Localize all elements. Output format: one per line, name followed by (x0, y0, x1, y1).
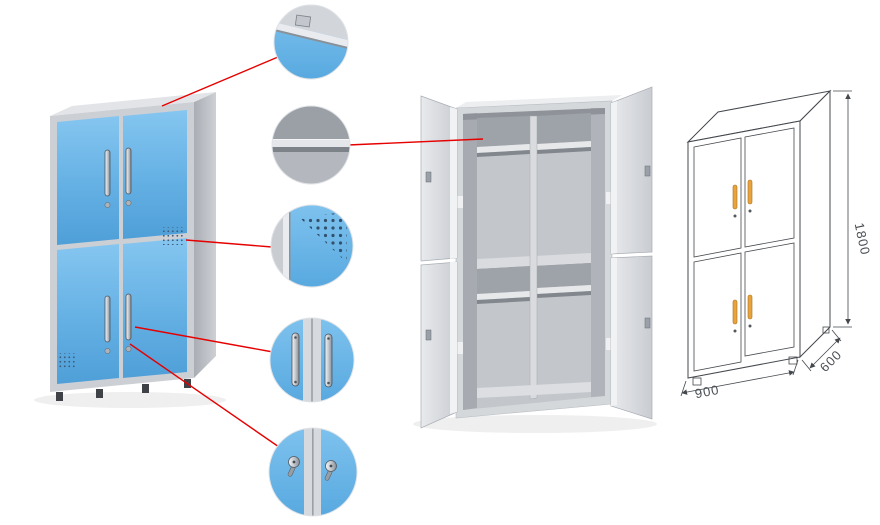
wf-door-upper-left (693, 137, 742, 258)
callout-lines (129, 56, 484, 448)
detail-circle-handles (269, 317, 355, 403)
lock-lower-right (125, 346, 132, 352)
upper-left-cubby (477, 116, 530, 147)
detail-circle-shelf (271, 105, 351, 185)
open-cabinet-shadow (413, 415, 657, 433)
detail-circle-locks (268, 427, 358, 517)
wf-door-upper-right (744, 127, 795, 248)
lock-upper-left (104, 202, 111, 208)
detail-handle-left (291, 332, 300, 387)
detail-lock-right (324, 460, 337, 481)
handle-upper-left (104, 149, 111, 197)
open-door-left-lower-hinge-band (450, 262, 457, 414)
lock-lower-left (104, 348, 111, 354)
open-cabinet (413, 86, 657, 433)
shelf-front-edge (272, 140, 350, 147)
frame-latch-notches (457, 192, 612, 354)
upper-right-shelf-shadow (537, 147, 591, 154)
open-door-right-upper-hinge-band (611, 101, 617, 254)
open-door-right-lower (610, 255, 653, 420)
door-upper-right (123, 110, 187, 239)
closed-cabinet (34, 92, 226, 408)
wf-side-face (799, 89, 831, 359)
width-dimension-label: 900 (694, 382, 721, 401)
lower-right-shelf-shadow (537, 291, 591, 298)
callout-line-vents (185, 239, 273, 248)
wf-door-lower-left (693, 252, 742, 372)
callout-line-shelf (347, 138, 484, 146)
callout-line-handles (134, 326, 274, 353)
callout-line-locks (129, 343, 280, 448)
lower-left-cubby (477, 266, 530, 294)
detail-circle-top-corner (273, 4, 349, 80)
lower-right-cubby (537, 263, 591, 288)
interior-right-wall (591, 108, 605, 397)
lower-left-shelf-shadow (477, 297, 530, 304)
upper-right-cubby (537, 113, 591, 144)
open-cabinet-top (456, 95, 622, 108)
center-divider (529, 115, 538, 400)
detail-handle-right (324, 333, 333, 388)
interior-left-wall (463, 113, 477, 410)
vent-holes-cluster-right (163, 227, 183, 245)
handle-lower-right (125, 293, 132, 341)
open-door-left-upper-hinge-band (450, 107, 457, 259)
upper-left-shelf-shadow (477, 150, 530, 157)
vent-holes-grid (299, 212, 347, 263)
wf-lock-dots (733, 209, 752, 333)
wf-door-lower-right (744, 242, 795, 357)
corner-latch (294, 14, 312, 28)
closed-cabinet-shadow (34, 392, 226, 408)
open-door-locks (425, 165, 651, 341)
wf-front-face (687, 120, 801, 379)
interior-floor (477, 382, 591, 398)
wf-dimension-lines (680, 90, 852, 397)
callout-line-top-corner (161, 56, 279, 107)
detail-lock-left (287, 456, 300, 477)
cabinet-top-panel (50, 92, 216, 116)
open-door-right-lower-hinge-band (611, 258, 617, 406)
depth-dimension-label: 600 (817, 347, 845, 375)
vent-holes-cluster-left (57, 353, 76, 369)
door-lower-left (57, 244, 119, 384)
dimension-drawing: 1800 900 600 (680, 89, 874, 401)
interior-top-shadow (463, 108, 605, 120)
handle-upper-right (125, 147, 132, 195)
cabinet-side-panel (194, 92, 216, 378)
detail-circle-vent-holes (270, 204, 354, 288)
wf-handles (732, 179, 753, 325)
height-dimension-label: 1800 (852, 221, 874, 256)
handle-lower-left (104, 295, 111, 343)
door-lower-right (123, 238, 187, 378)
lock-upper-right (125, 200, 132, 206)
door-upper-left (57, 116, 119, 245)
